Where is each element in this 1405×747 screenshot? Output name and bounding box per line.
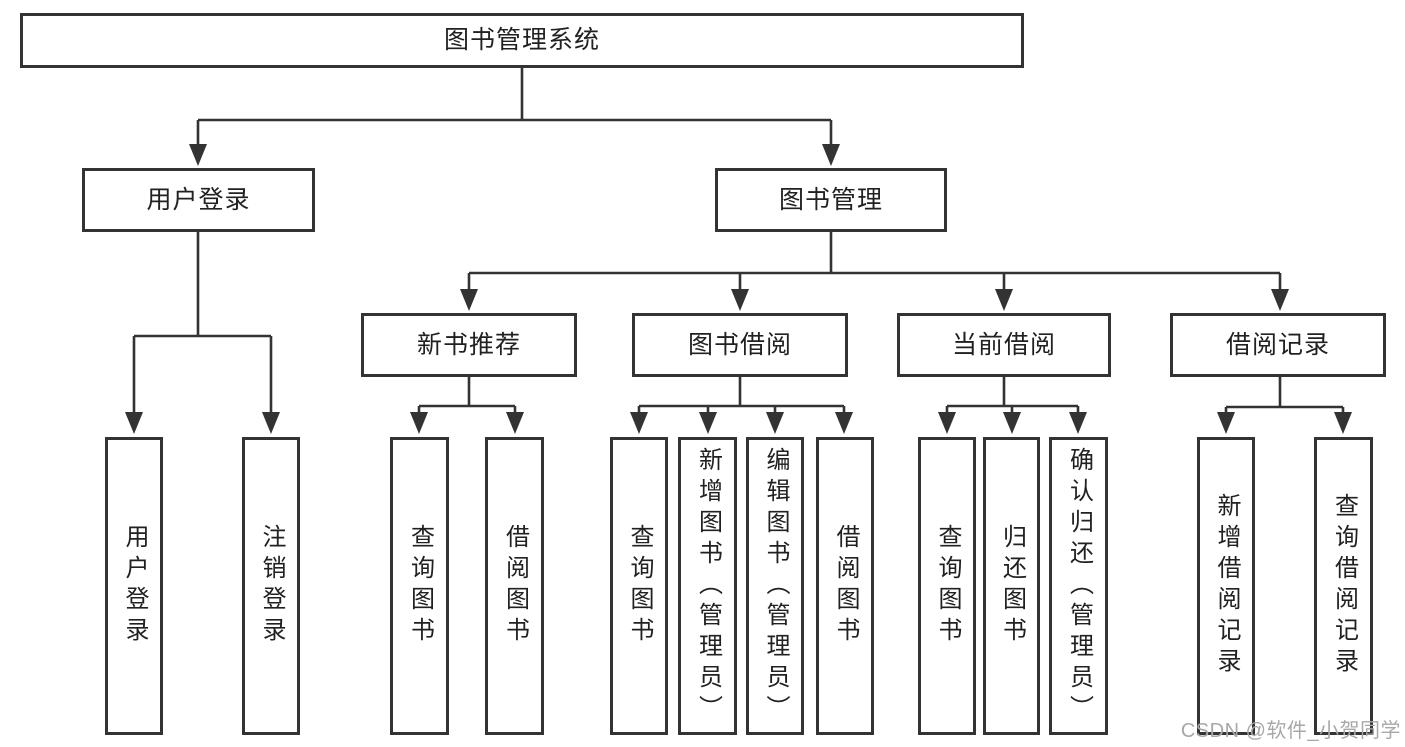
leaf-label: 查询借阅记录 bbox=[1330, 493, 1358, 679]
leaf-label: 查询图书 bbox=[934, 524, 961, 648]
leaf-confirm-return-admin: 确认归还（管理员） bbox=[1049, 437, 1108, 735]
leaf-add-borrow-record: 新增借阅记录 bbox=[1197, 437, 1255, 735]
node-label: 图书管理 bbox=[778, 185, 883, 214]
leaf-label: 新增借阅记录 bbox=[1213, 493, 1240, 679]
node-new-book-recommendation: 新书推荐 bbox=[361, 313, 577, 377]
leaf-label: 确认归还（管理员） bbox=[1065, 446, 1093, 726]
node-library-system: 图书管理系统 bbox=[20, 13, 1024, 68]
leaf-label: 注销登录 bbox=[258, 524, 285, 648]
node-current-borrowing: 当前借阅 bbox=[897, 313, 1111, 377]
leaf-return-books: 归还图书 bbox=[983, 437, 1040, 735]
leaf-user-login: 用户登录 bbox=[105, 437, 163, 735]
watermark-text: CSDN @软件_小贺同学 bbox=[1180, 720, 1401, 742]
node-label: 新书推荐 bbox=[416, 330, 521, 359]
leaf-label: 归还图书 bbox=[998, 524, 1026, 648]
leaf-query-borrow-record: 查询借阅记录 bbox=[1314, 437, 1373, 735]
leaf-label: 查询图书 bbox=[626, 524, 653, 648]
leaf-label: 借阅图书 bbox=[501, 524, 529, 648]
leaf-query-books-borrowing: 查询图书 bbox=[610, 437, 668, 735]
leaf-logout: 注销登录 bbox=[242, 437, 300, 735]
node-user-login: 用户登录 bbox=[82, 168, 315, 232]
leaf-query-books-current: 查询图书 bbox=[918, 437, 976, 735]
leaf-query-books-recommend: 查询图书 bbox=[390, 437, 449, 735]
leaf-label: 查询图书 bbox=[406, 524, 434, 648]
node-borrowing-records: 借阅记录 bbox=[1170, 313, 1386, 377]
leaf-add-books-admin: 新增图书（管理员） bbox=[678, 437, 737, 735]
node-book-borrowing: 图书借阅 bbox=[632, 313, 848, 377]
leaf-label: 编辑图书（管理员） bbox=[762, 446, 789, 726]
arrowheads bbox=[125, 144, 1352, 434]
node-label: 图书管理系统 bbox=[443, 26, 600, 54]
leaf-edit-books-admin: 编辑图书（管理员） bbox=[746, 437, 804, 735]
leaf-borrow-books-borrowing: 借阅图书 bbox=[816, 437, 874, 735]
node-label: 当前借阅 bbox=[951, 330, 1056, 359]
node-book-management: 图书管理 bbox=[715, 168, 947, 232]
node-label: 图书借阅 bbox=[687, 330, 792, 359]
leaf-borrow-books-recommend: 借阅图书 bbox=[485, 437, 544, 735]
node-label: 借阅记录 bbox=[1225, 330, 1330, 359]
leaf-label: 新增图书（管理员） bbox=[694, 446, 722, 726]
node-label: 用户登录 bbox=[146, 185, 251, 214]
leaf-label: 用户登录 bbox=[121, 524, 148, 648]
leaf-label: 借阅图书 bbox=[832, 524, 859, 648]
